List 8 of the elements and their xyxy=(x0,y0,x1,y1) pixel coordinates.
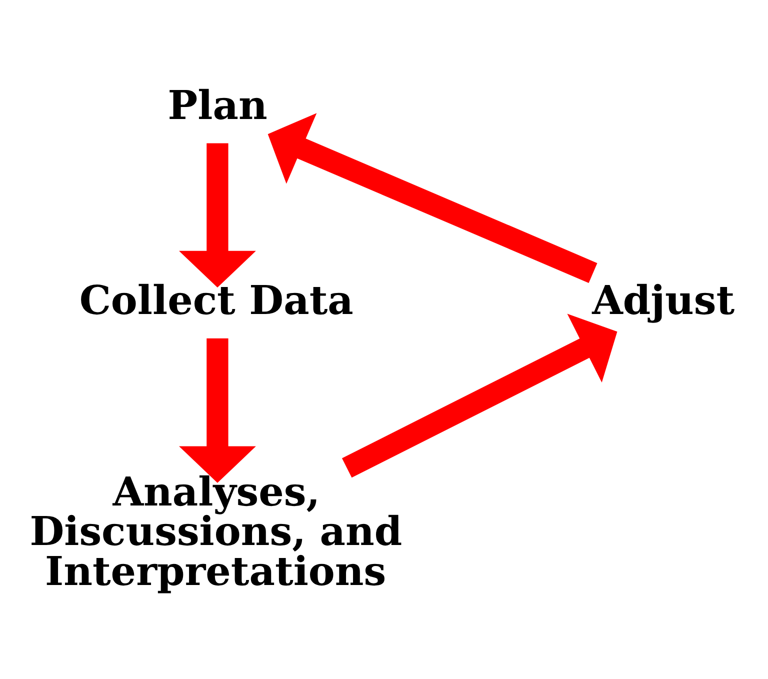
node-text: Analyses, Discussions, and Interpretations xyxy=(30,468,402,594)
arrow xyxy=(268,112,598,282)
node-text: Adjust xyxy=(592,278,735,324)
arrow xyxy=(179,142,256,288)
arrow xyxy=(342,313,618,478)
node-text: Collect Data xyxy=(79,278,354,324)
arrow xyxy=(179,338,256,482)
node-text: Plan xyxy=(168,82,268,129)
